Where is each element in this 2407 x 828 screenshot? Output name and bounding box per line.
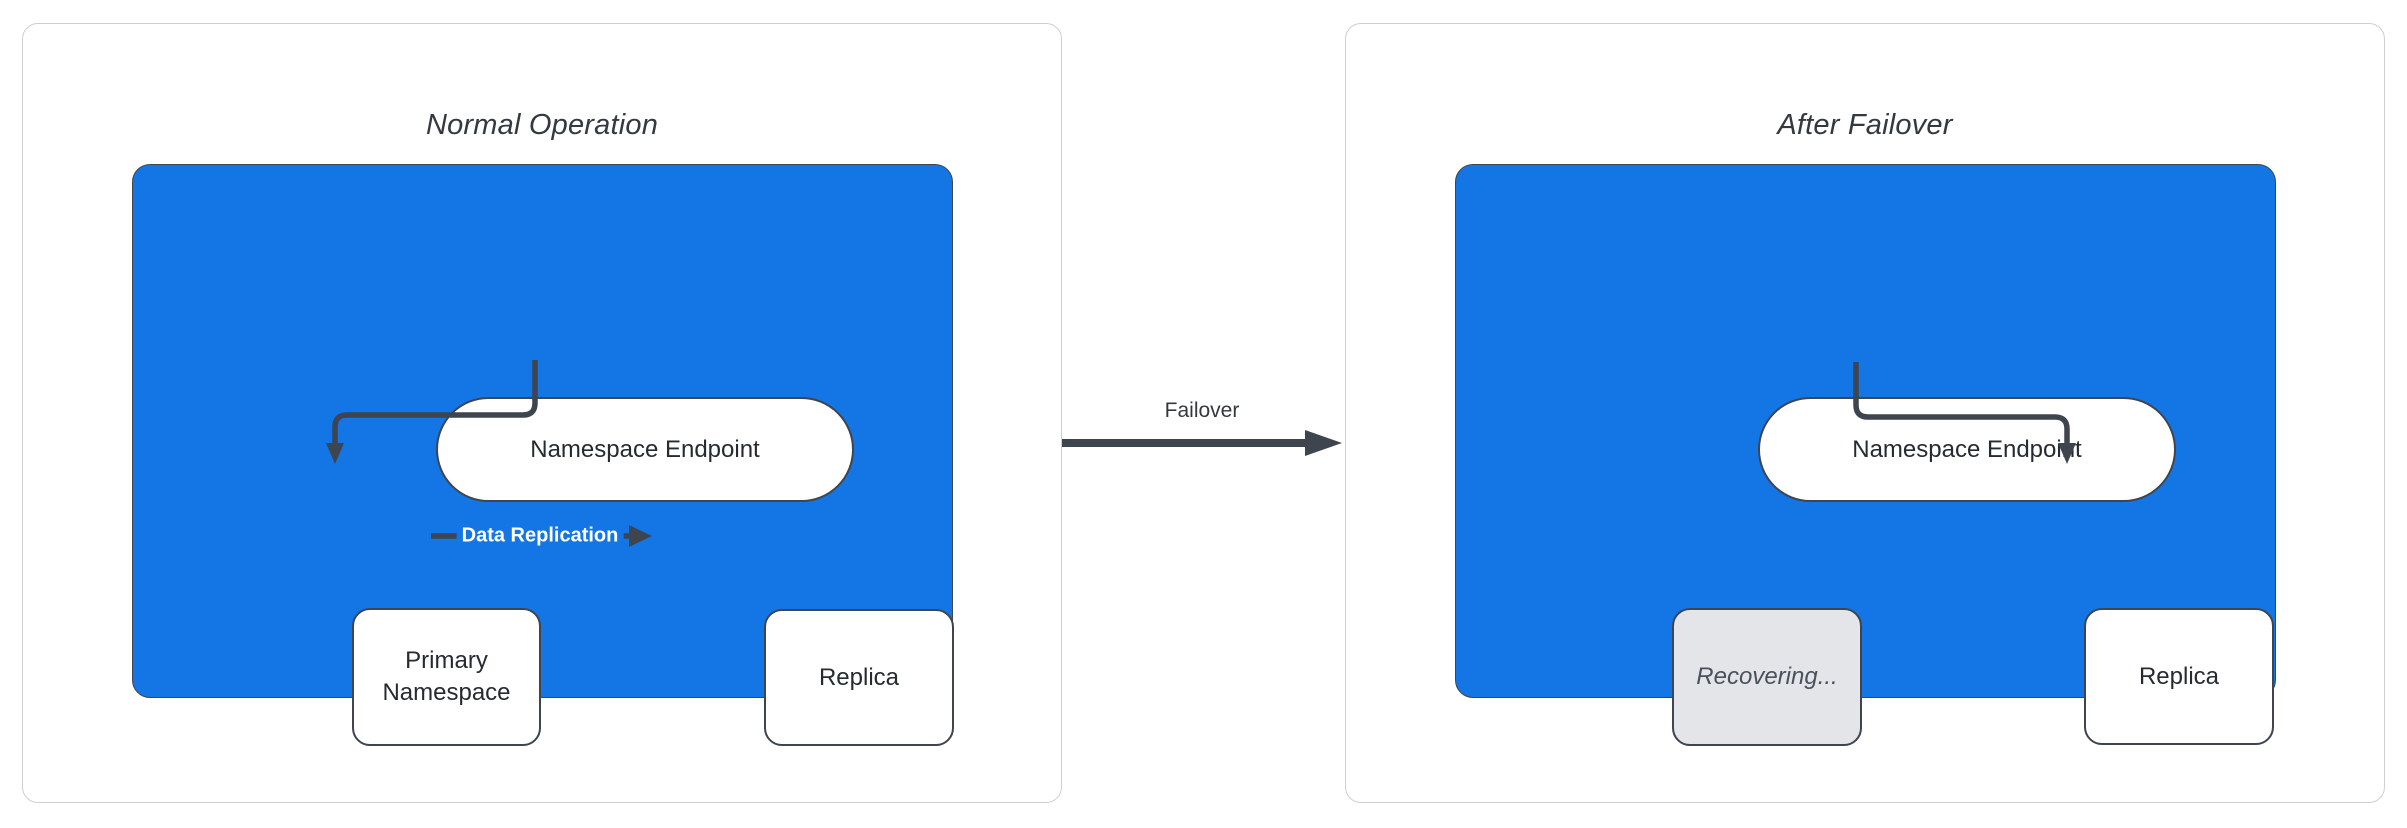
cluster-after-failover: Namespace Endpoint Recovering... Replica: [1455, 164, 2276, 746]
arrowhead-right-failover: [1305, 430, 1342, 456]
transition-label-failover: Failover: [1160, 399, 1244, 423]
node-namespace-endpoint-normal: Namespace Endpoint: [436, 397, 854, 502]
panel-title-after-failover: After Failover: [1777, 109, 1953, 141]
edge-label-data-replication: Data Replication: [456, 523, 624, 549]
panel-normal-operation: Normal Operation Namespace Endpoint Prim…: [22, 23, 1062, 803]
node-label: Namespace Endpoint: [1852, 435, 2082, 463]
node-label: Replica: [818, 663, 900, 691]
node-label: Primary Namespace: [382, 647, 511, 706]
node-recovering: Recovering...: [1672, 608, 1862, 746]
node-primary-namespace: Primary Namespace: [352, 608, 541, 746]
cluster-normal-operation: Namespace Endpoint Primary Namespace Rep…: [132, 164, 954, 746]
panel-title-normal-operation: Normal Operation: [425, 109, 659, 141]
node-label: Replica: [2138, 662, 2220, 690]
panel-after-failover: After Failover Namespace Endpoint Recove…: [1345, 23, 2385, 803]
node-namespace-endpoint-after: Namespace Endpoint: [1758, 397, 2176, 502]
node-replica-normal: Replica: [764, 609, 954, 746]
node-label: Recovering...: [1696, 663, 1838, 691]
node-replica-after: Replica: [2084, 608, 2274, 745]
node-label: Namespace Endpoint: [530, 435, 760, 463]
